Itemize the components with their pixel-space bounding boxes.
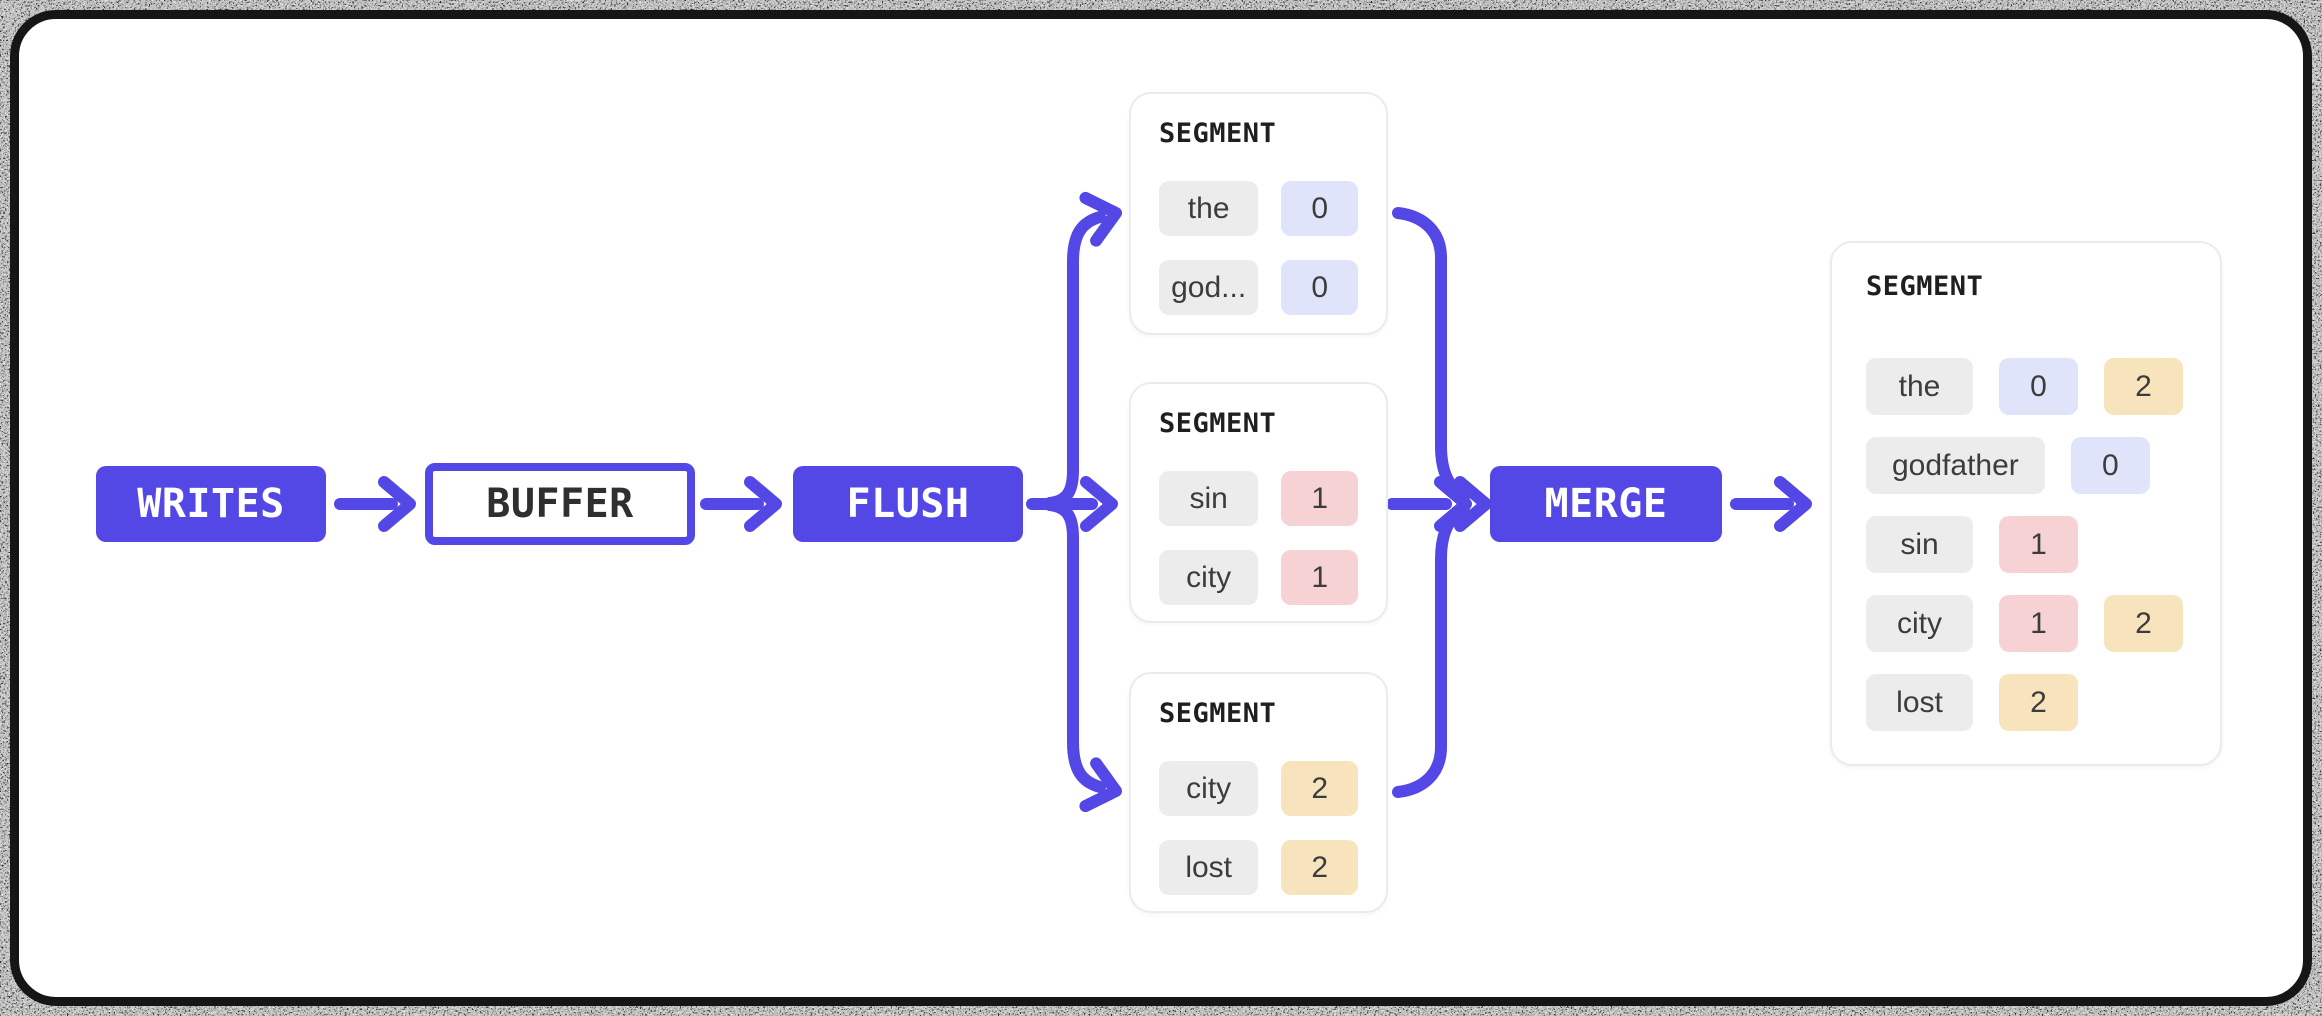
doc-id-chip: 2 (2104, 358, 2183, 415)
term-chip: city (1159, 550, 1259, 605)
doc-id-chip: 0 (2070, 437, 2150, 494)
arrowhead-fanout-up (1079, 191, 1122, 247)
doc-id-chip: 2 (1281, 761, 1358, 816)
term-chip: lost (1866, 674, 1973, 731)
table-row: lost 2 (1159, 840, 1358, 895)
segment-card-2: SEGMENT sin 1 city 1 (1129, 382, 1388, 623)
fanout-down (1044, 499, 1106, 793)
segment-rows: the 0 2 godfather 0 sin 1 city 1 2 lost … (1866, 358, 2186, 731)
fanin-top (1392, 207, 1470, 503)
table-row: city 2 (1159, 761, 1358, 816)
segment-title: SEGMENT (1866, 271, 1984, 302)
arrowhead-merge-final (1774, 476, 1812, 532)
arrowhead-fanin-outer (1454, 476, 1492, 532)
doc-id-chip: 1 (1281, 550, 1358, 605)
table-row: lost 2 (1866, 674, 2186, 731)
segment-card-3: SEGMENT city 2 lost 2 (1129, 672, 1388, 913)
term-chip: city (1159, 761, 1259, 816)
arrowhead-fanout-down (1079, 757, 1122, 813)
node-merge: MERGE (1490, 466, 1722, 542)
doc-id-chip: 1 (1999, 516, 2078, 573)
arrowhead-fanin-inner (1434, 476, 1472, 532)
table-row: city 1 2 (1866, 595, 2186, 652)
table-row: godfather 0 (1866, 437, 2186, 494)
doc-id-chip: 2 (1281, 840, 1358, 895)
node-buffer: BUFFER (425, 463, 695, 545)
term-chip: the (1866, 358, 1973, 415)
segment-rows: sin 1 city 1 (1159, 471, 1358, 605)
segment-title: SEGMENT (1159, 408, 1277, 439)
arrowhead-buffer-flush (744, 476, 782, 532)
segment-card-1: SEGMENT the 0 god... 0 (1129, 92, 1388, 335)
table-row: city 1 (1159, 550, 1358, 605)
doc-id-chip: 0 (1281, 260, 1358, 315)
term-chip: city (1866, 595, 1973, 652)
table-row: the 0 (1159, 181, 1358, 236)
segment-rows: city 2 lost 2 (1159, 761, 1358, 895)
term-chip: lost (1159, 840, 1259, 895)
term-chip: god... (1159, 260, 1259, 315)
arrowhead-fanout-mid (1080, 476, 1118, 532)
segment-rows: the 0 god... 0 (1159, 181, 1358, 315)
fanout-up (1044, 211, 1106, 509)
term-chip: sin (1159, 471, 1259, 526)
term-chip: godfather (1866, 437, 2045, 494)
arrowhead-writes-buffer (378, 476, 416, 532)
segment-title: SEGMENT (1159, 118, 1277, 149)
doc-id-chip: 0 (1281, 181, 1358, 236)
merged-segment-card: SEGMENT the 0 2 godfather 0 sin 1 city 1… (1830, 241, 2222, 766)
doc-id-chip: 0 (1999, 358, 2078, 415)
node-flush: FLUSH (793, 466, 1023, 542)
term-chip: sin (1866, 516, 1973, 573)
node-writes: WRITES (96, 466, 326, 542)
doc-id-chip: 2 (2104, 595, 2183, 652)
table-row: god... 0 (1159, 260, 1358, 315)
term-chip: the (1159, 181, 1259, 236)
segment-title: SEGMENT (1159, 698, 1277, 729)
table-row: sin 1 (1866, 516, 2186, 573)
table-row: the 0 2 (1866, 358, 2186, 415)
table-row: sin 1 (1159, 471, 1358, 526)
fanin-bottom (1392, 502, 1470, 798)
doc-id-chip: 1 (1281, 471, 1358, 526)
doc-id-chip: 2 (1999, 674, 2078, 731)
doc-id-chip: 1 (1999, 595, 2078, 652)
